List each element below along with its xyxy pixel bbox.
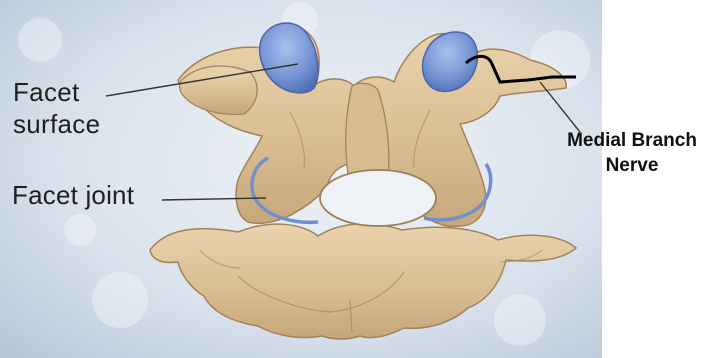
label-medial-branch-line2: Nerve: [544, 153, 720, 178]
label-facet-surface: Facet surface: [13, 76, 143, 140]
label-facet-surface-line2: surface: [13, 108, 143, 140]
vertebral-foramen: [320, 170, 436, 226]
label-medial-branch-line1: Medial Branch: [544, 128, 720, 153]
label-facet-joint: Facet joint: [12, 179, 134, 211]
label-medial-branch-nerve: Medial Branch Nerve: [544, 128, 720, 178]
label-facet-surface-line1: Facet: [13, 76, 143, 108]
